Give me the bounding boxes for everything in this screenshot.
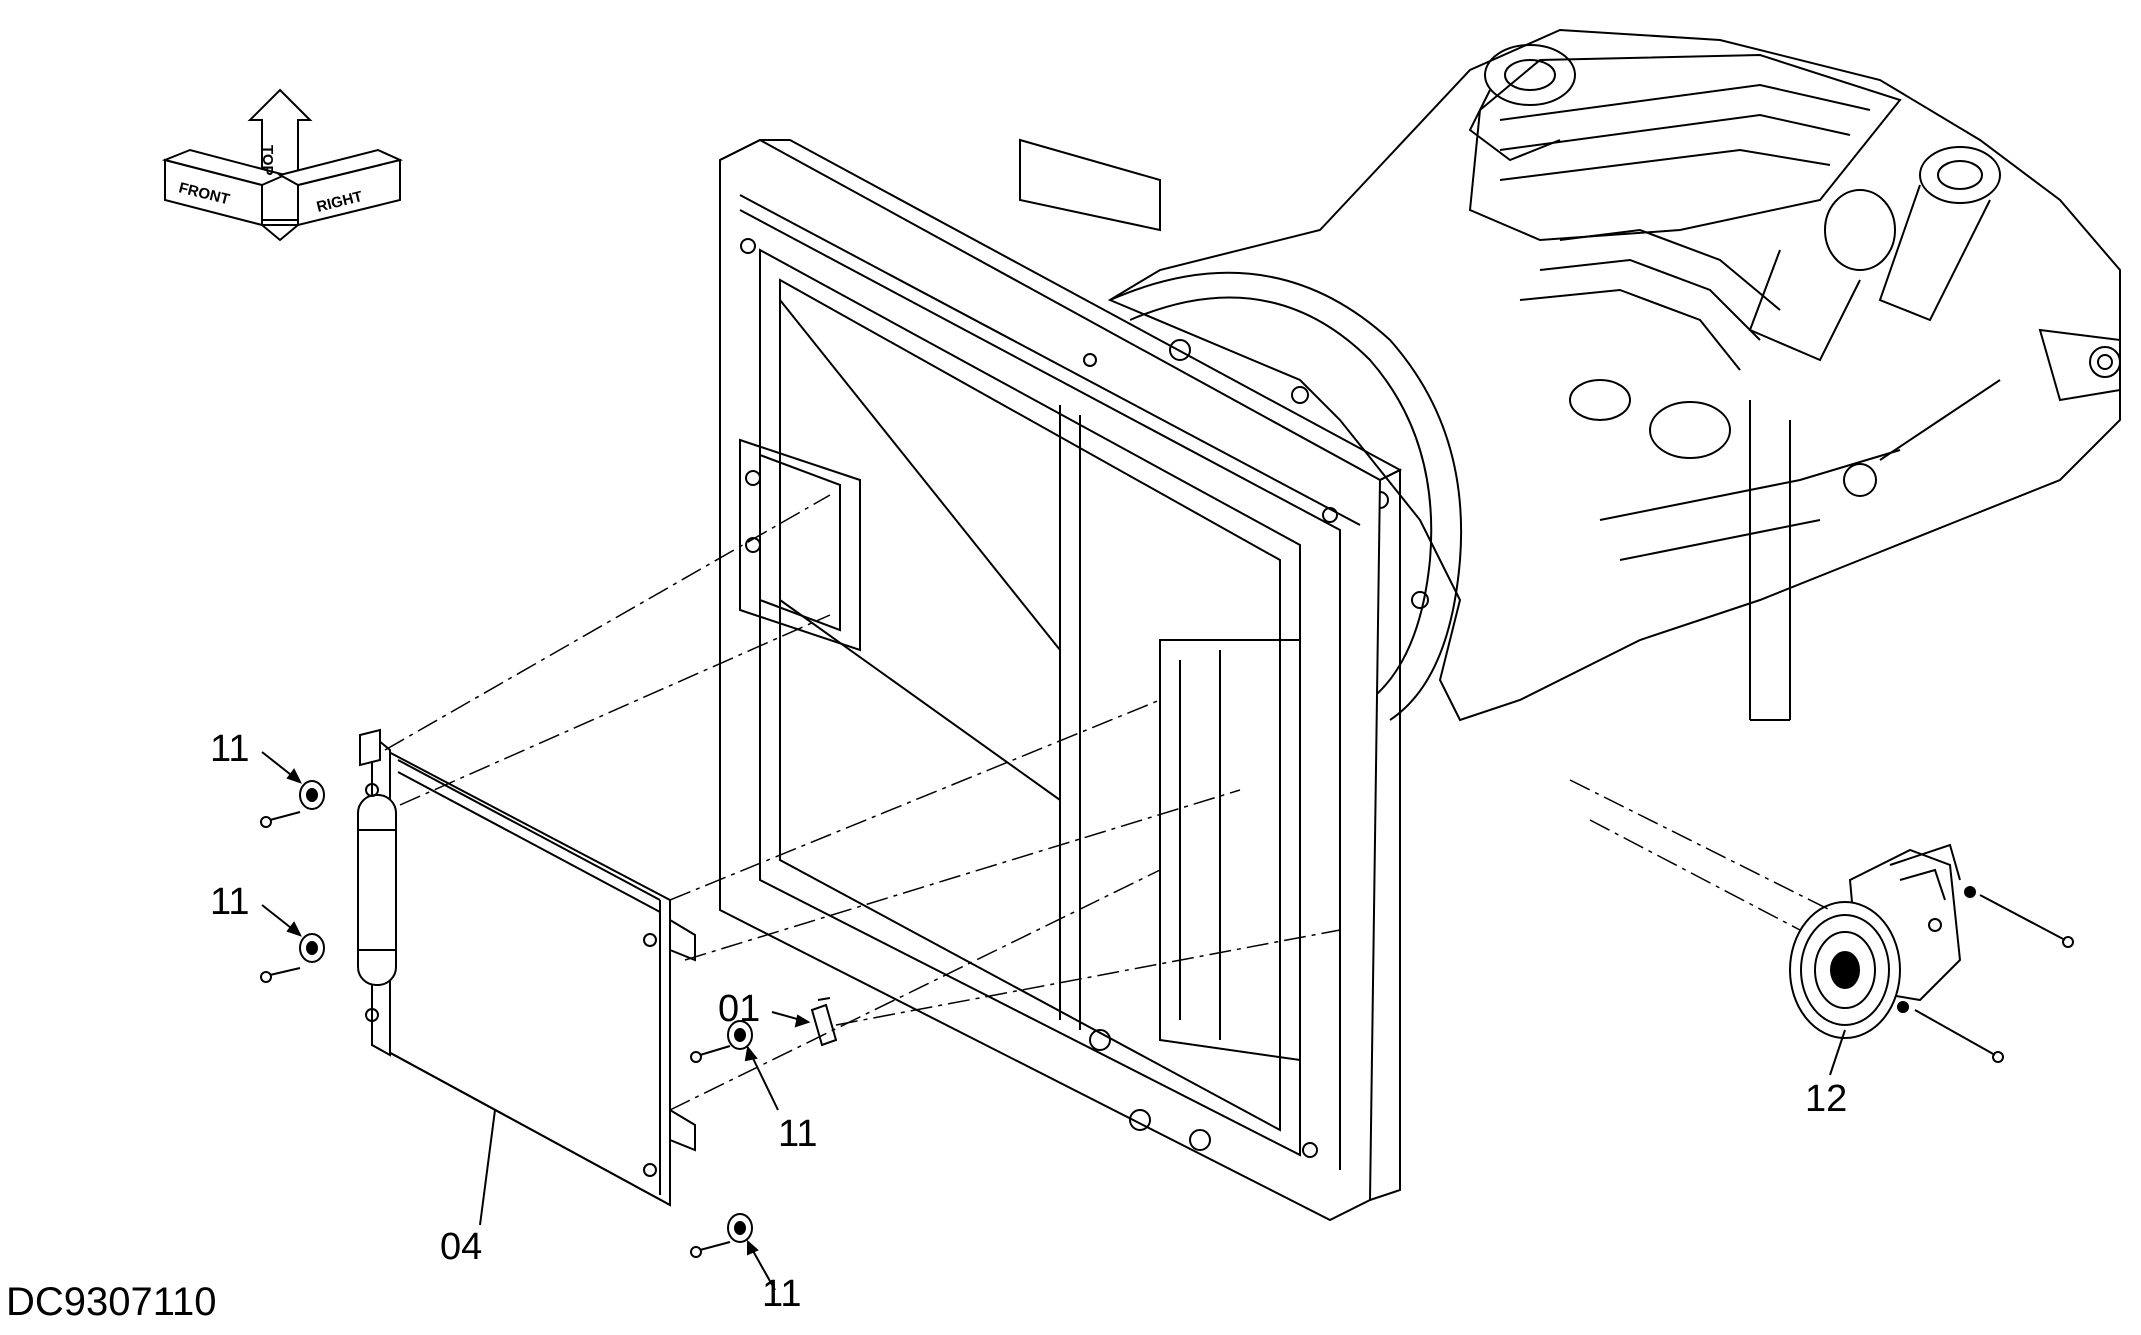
cushion-icon [299, 780, 753, 1243]
callout-label: 11 [210, 881, 250, 923]
radiator-frame-icon [719, 138, 1403, 1222]
condenser-icon [357, 728, 696, 1207]
bolt-icon [260, 811, 2074, 1258]
bracket-icon [810, 997, 838, 1047]
compressor-icon [1789, 843, 1962, 1039]
callout-label: 11 [762, 1273, 802, 1315]
callout-label: 11 [210, 728, 250, 770]
orientation-top-label: TOP [259, 145, 276, 176]
callout-label: 01 [718, 988, 761, 1030]
orientation-arrows-icon: FRONT RIGHT TOP [161, 88, 404, 242]
drawing-number: DC9307110 [6, 1280, 217, 1324]
assembly-lines [384, 494, 1831, 1111]
leader-lines [261, 751, 1846, 1291]
callout-label: 11 [778, 1113, 818, 1155]
callout-label: 12 [1805, 1078, 1848, 1120]
engine-icon [1107, 28, 2121, 722]
callout-label: 04 [440, 1226, 483, 1268]
